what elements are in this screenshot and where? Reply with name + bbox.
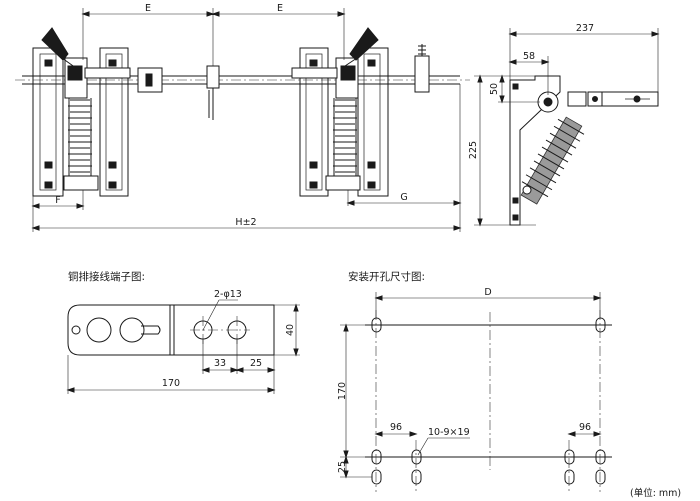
- front-view: E E F G H±2: [15, 3, 470, 232]
- dim-25-terminal: 25: [250, 358, 262, 369]
- dim-F: F: [55, 195, 60, 206]
- dim-side-58: 58: [523, 51, 535, 62]
- dim-170-mounting: 170: [337, 382, 348, 400]
- dim-170-terminal: 170: [162, 378, 180, 389]
- terminal-view: 铜排接线端子图: 2-φ13 170 33 25: [66, 270, 300, 394]
- slot-label: 10-9×19: [428, 427, 470, 438]
- dim-H: H±2: [235, 217, 256, 228]
- terminal-caption: 铜排接线端子图:: [68, 270, 145, 283]
- dim-40: 40: [285, 324, 296, 336]
- dim-E-right: E: [277, 3, 283, 14]
- dim-96-right: 96: [579, 422, 591, 433]
- mounting-view: 安装开孔尺寸图: D 170 25: [337, 270, 612, 492]
- hole-label: 2-φ13: [214, 289, 242, 300]
- dim-33: 33: [214, 358, 226, 369]
- dim-side-225: 225: [468, 141, 479, 159]
- dim-G: G: [400, 192, 407, 203]
- side-view: 237 58 50 225: [468, 23, 660, 227]
- mounting-caption: 安装开孔尺寸图:: [348, 270, 425, 283]
- dim-side-50: 50: [489, 83, 500, 95]
- dim-side-237: 237: [576, 23, 594, 34]
- dim-D: D: [484, 287, 491, 298]
- unit-note: (单位: mm): [630, 487, 681, 499]
- dim-E-left: E: [145, 3, 151, 14]
- dim-96-left: 96: [390, 422, 402, 433]
- dim-25-mounting: 25: [337, 461, 348, 473]
